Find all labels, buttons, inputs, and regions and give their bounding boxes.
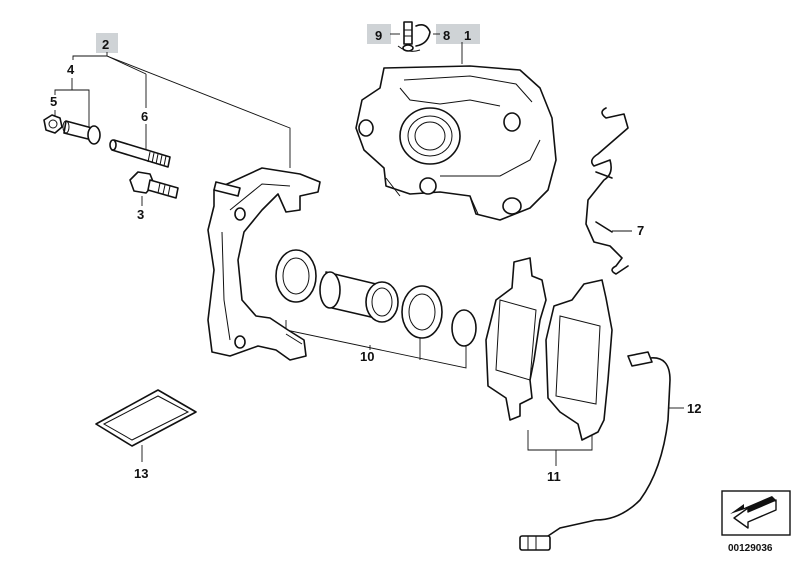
part-2-carrier-bracket <box>207 167 321 361</box>
part-13-grease-packet <box>95 389 197 447</box>
label-8: 8 <box>443 28 450 43</box>
part-10-piston-kit <box>275 249 477 347</box>
label-5: 5 <box>50 94 57 109</box>
label-6: 6 <box>141 109 148 124</box>
label-3: 3 <box>137 207 144 222</box>
part-6-guide-bolt <box>109 139 171 168</box>
label-2: 2 <box>102 37 109 52</box>
part-8-dust-cap <box>397 24 431 52</box>
part-12-wear-sensor <box>519 351 671 551</box>
navigation-badge[interactable] <box>721 490 791 536</box>
part-7-retaining-spring <box>585 107 629 275</box>
label-1: 1 <box>464 28 471 43</box>
label-4: 4 <box>67 62 75 77</box>
label-8-1-highlight <box>436 24 480 44</box>
label-12: 12 <box>687 401 701 416</box>
label-9: 9 <box>375 28 382 43</box>
part-3-hex-bolt <box>129 171 179 199</box>
label-2-highlight <box>96 33 118 53</box>
label-13: 13 <box>134 466 148 481</box>
label-10: 10 <box>360 349 374 364</box>
diagram-code: 00129036 <box>728 543 773 554</box>
part-5-nut <box>43 114 63 134</box>
label-11: 11 <box>547 469 561 484</box>
part-1-caliper-housing <box>355 65 557 221</box>
part-4-guide-sleeve <box>62 120 101 145</box>
arrow-back-icon <box>730 496 777 529</box>
part-11-brake-pads <box>485 257 613 441</box>
label-7: 7 <box>637 223 644 238</box>
part-9-bleed-screw <box>402 21 414 52</box>
leader-lines <box>54 33 684 466</box>
label-9-highlight <box>367 24 391 44</box>
